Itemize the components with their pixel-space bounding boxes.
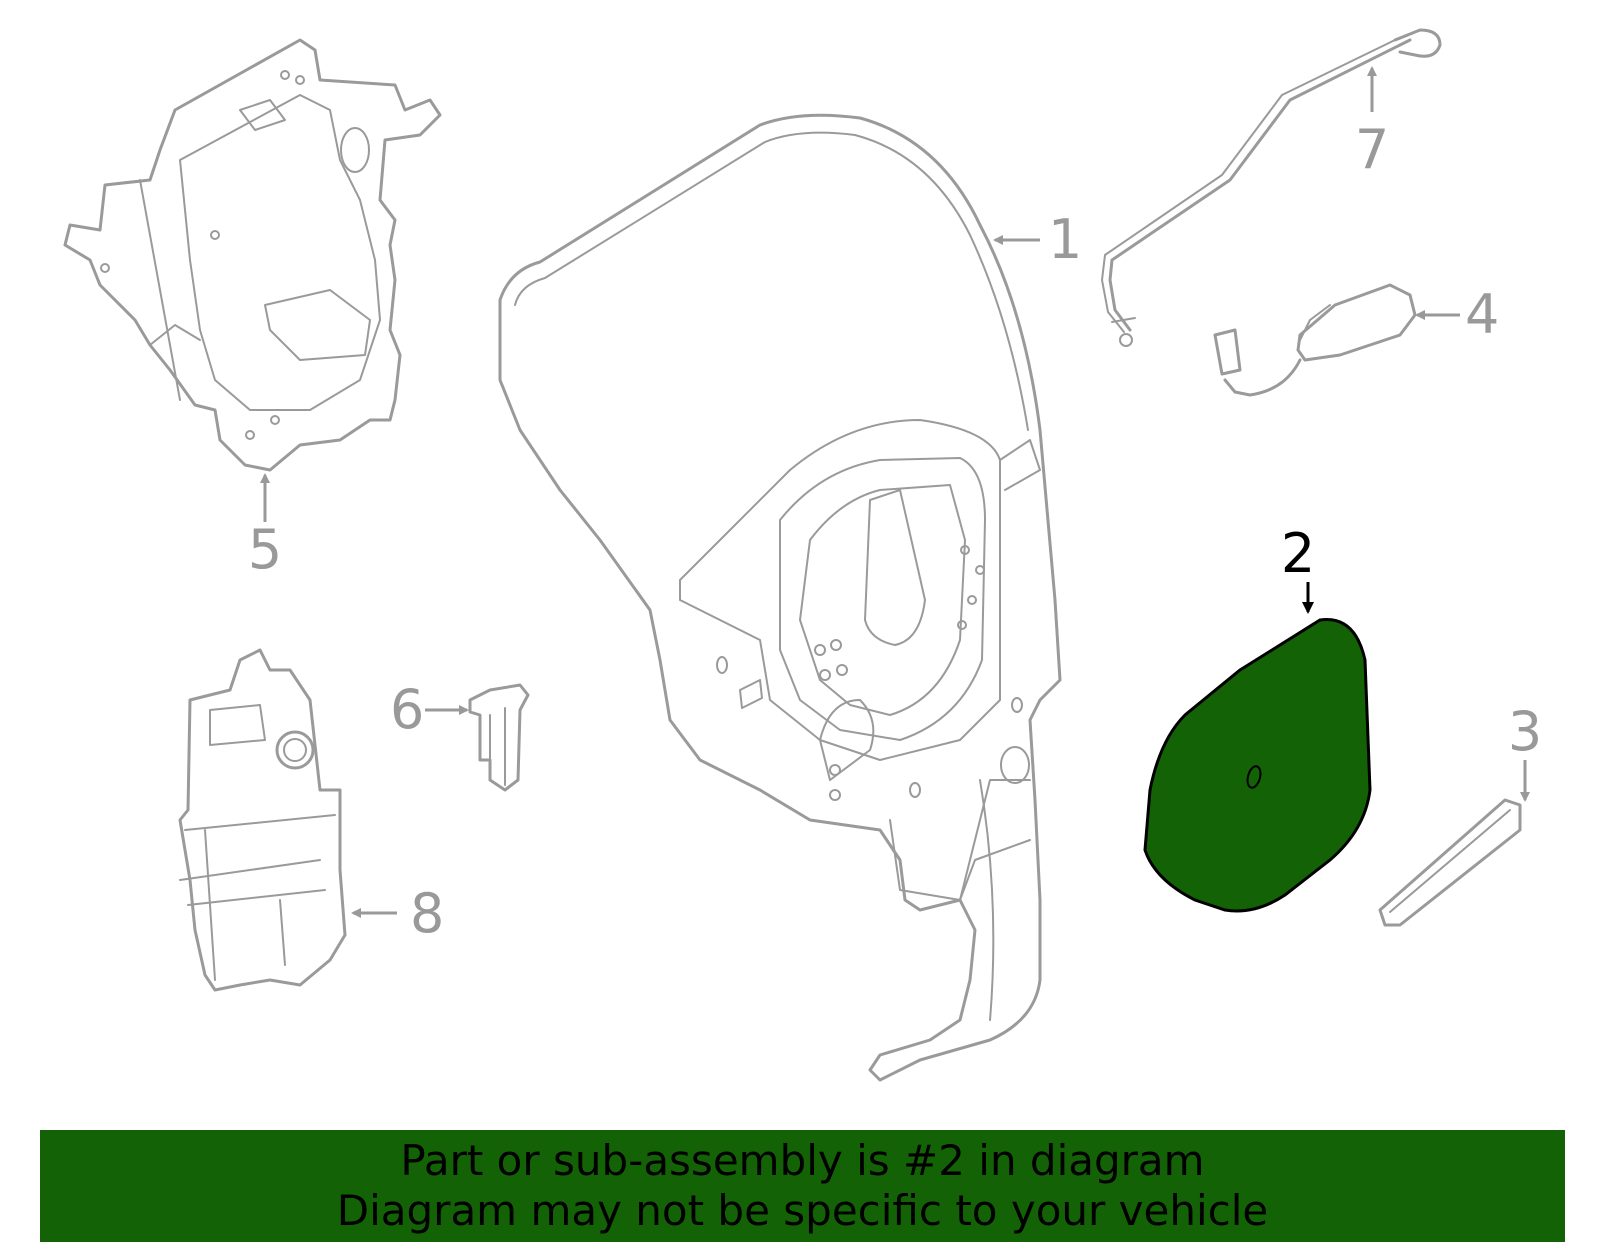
part-6-clip [468,683,530,792]
callout-5: 5 [248,473,282,581]
banner-line-disclaimer: Diagram may not be specific to your vehi… [336,1186,1269,1235]
callout-4: 4 [1415,283,1499,346]
callout-2-label: 2 [1281,522,1315,585]
callout-6-label: 6 [390,678,424,741]
part-1-quarter-panel [498,113,1062,1082]
callout-3-label: 3 [1508,700,1542,763]
part-4-release-handle [1213,283,1417,397]
part-5-lock-bracket [63,38,442,472]
callout-8-label: 8 [410,882,444,945]
callout-6: 6 [390,678,469,741]
part-3-trim-strip [1378,798,1522,927]
banner-line-part-number: Part or sub-assembly is #2 in diagram [400,1136,1205,1185]
callout-7-label: 7 [1355,118,1389,181]
callout-8: 8 [351,882,444,945]
callout-4-label: 4 [1465,283,1499,346]
part-2-fuel-door-highlighted [1143,618,1372,913]
callout-2: 2 [1281,522,1315,614]
part-7-release-cable [1101,28,1442,347]
callout-1: 1 [993,208,1082,271]
callout-1-label: 1 [1048,208,1082,271]
callout-7: 7 [1355,66,1389,181]
callout-5-label: 5 [248,518,282,581]
callout-3: 3 [1508,700,1542,802]
info-banner: Part or sub-assembly is #2 in diagram Di… [40,1130,1565,1242]
part-8-actuator [178,648,347,992]
